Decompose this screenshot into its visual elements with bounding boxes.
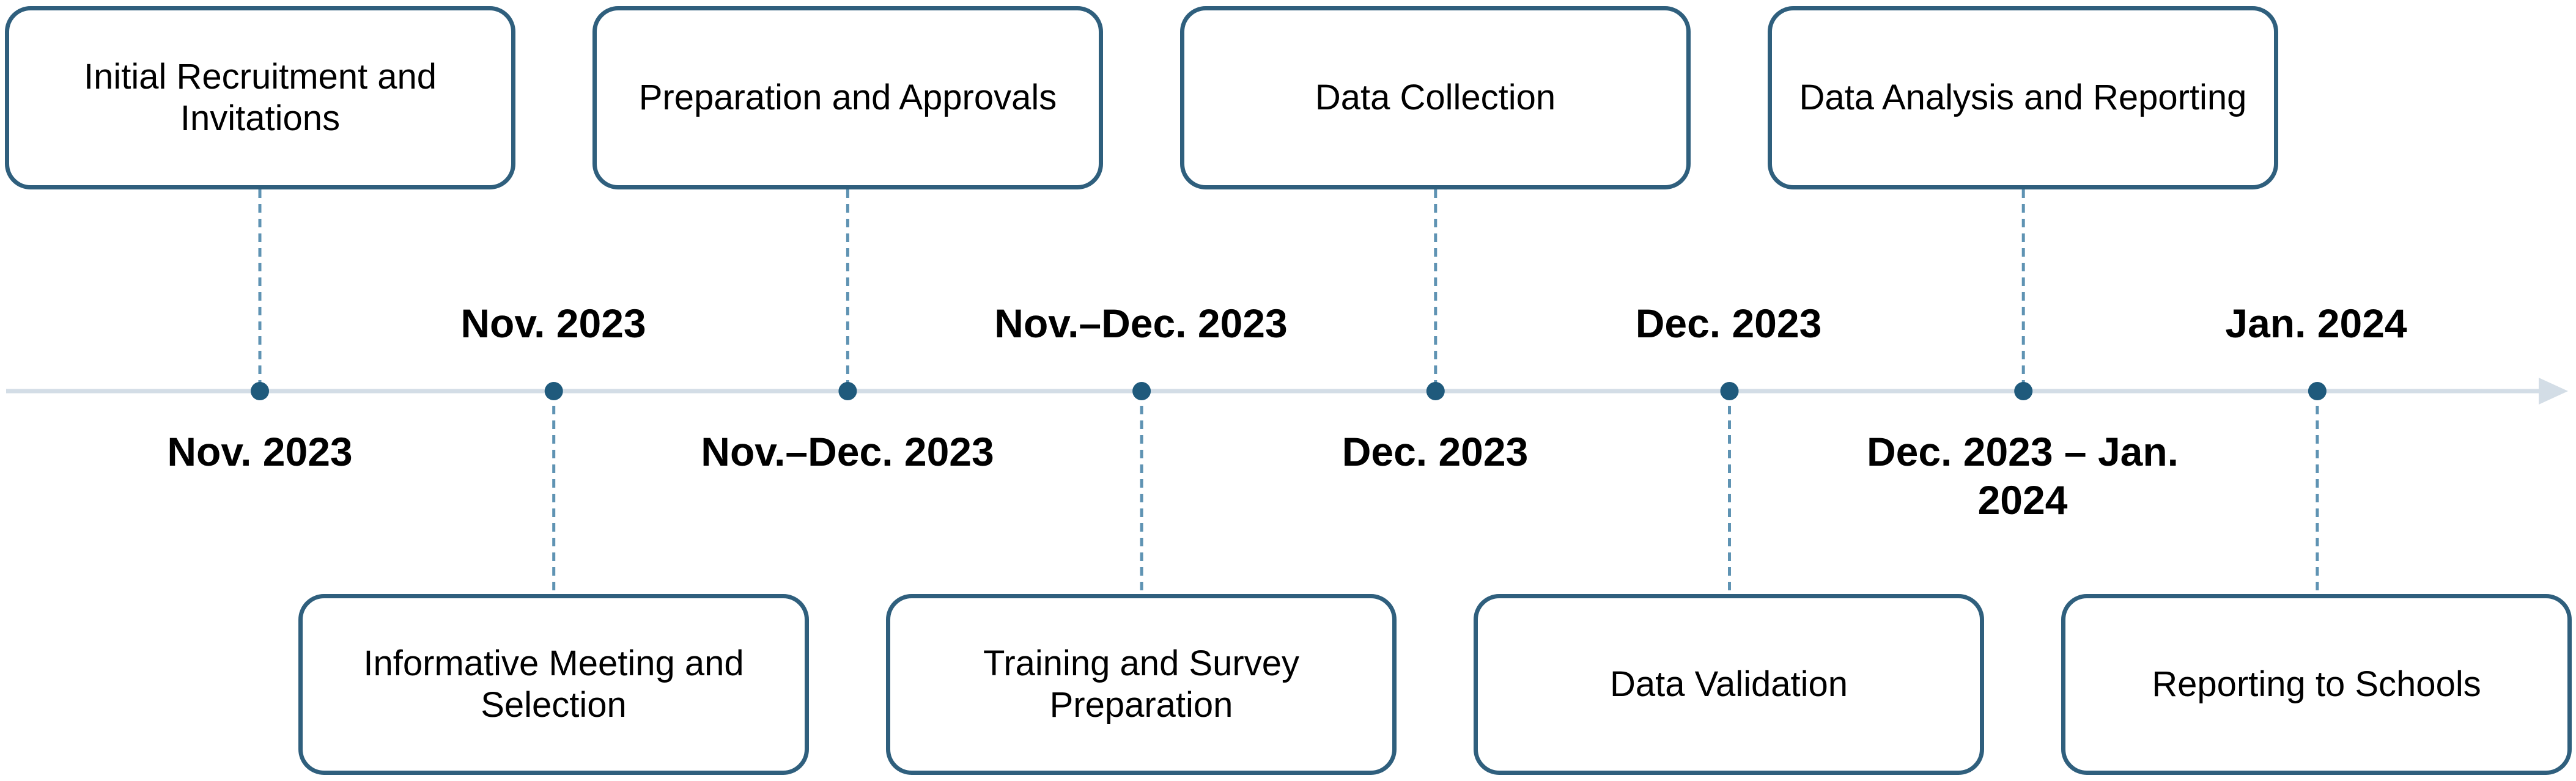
timeline-marker [251, 382, 269, 400]
event-label: Data Collection [1315, 77, 1556, 117]
event-label: Initial Recruitment and Invitations [83, 56, 437, 138]
timeline-marker [1720, 382, 1739, 400]
timeline-marker [544, 382, 563, 400]
event-label: Training and Survey Preparation [983, 643, 1299, 725]
event-date: Nov. 2023 [167, 429, 353, 474]
event-label: Data Validation [1609, 664, 1848, 704]
event-date: Nov.–Dec. 2023 [701, 429, 994, 474]
timeline-marker [1132, 382, 1151, 400]
event-date: Dec. 2023 [1342, 429, 1529, 474]
event-box-informative-meeting: Informative Meeting and Selection [298, 594, 809, 775]
event-date: Nov.–Dec. 2023 [994, 301, 1288, 346]
event-box-initial-recruitment: Initial Recruitment and Invitations [5, 6, 515, 189]
event-box-data-validation: Data Validation [1474, 594, 1984, 775]
event-box-data-collection: Data Collection [1180, 6, 1691, 189]
event-label: Data Analysis and Reporting [1799, 77, 2247, 117]
event-box-reporting-schools: Reporting to Schools [2061, 594, 2572, 775]
event-label: Reporting to Schools [2152, 664, 2481, 704]
event-label: Informative Meeting and Selection [363, 643, 744, 725]
event-box-training-survey: Training and Survey Preparation [886, 594, 1397, 775]
timeline-arrowhead [2539, 378, 2568, 405]
event-date: Nov. 2023 [460, 301, 646, 346]
timeline-marker [838, 382, 857, 400]
timeline-marker [2014, 382, 2033, 400]
event-box-data-analysis: Data Analysis and Reporting [1768, 6, 2278, 189]
event-label: Preparation and Approvals [638, 77, 1057, 117]
timeline-marker [1426, 382, 1445, 400]
event-date: Dec. 2023 [1635, 301, 1822, 346]
event-date: Jan. 2024 [2225, 301, 2407, 346]
timeline-marker [2308, 382, 2327, 400]
event-box-preparation-approvals: Preparation and Approvals [592, 6, 1103, 189]
event-date: Dec. 2023 – Jan. 2024 [1866, 429, 2179, 523]
